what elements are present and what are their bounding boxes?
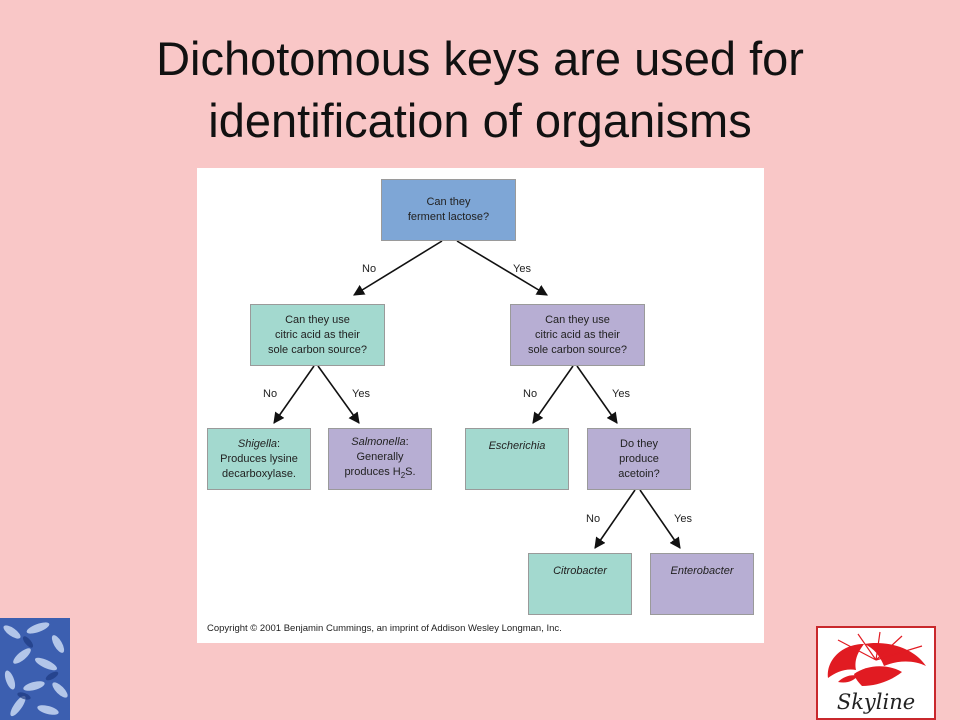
dichotomous-key-diagram: Can they ferment lactose? Can they use c… [197,168,764,643]
genus-name: Citrobacter [553,565,607,577]
node-text: sole carbon source? [527,343,628,356]
node-text: Generally [356,450,404,463]
node-text: decarboxylase. [222,467,296,480]
copyright-notice: Copyright © 2001 Benjamin Cummings, an i… [207,623,562,634]
edge-label-left-yes: Yes [352,388,370,400]
bacteria-micrograph-image [0,618,70,720]
skyline-sun-icon [827,631,926,686]
node-text: Shigella: [238,437,280,452]
edge-label-left-no: No [263,388,278,400]
edge-acetoin-no [594,489,636,549]
node-citric-acid-right: Can they use citric acid as their sole c… [510,304,645,366]
micrograph-pattern [3,622,68,717]
subscript: 2 [400,471,406,481]
edge-label-right-no: No [523,388,538,400]
title-line-2: identification of organisms [208,94,752,147]
skyline-logo: Skyline [816,626,936,720]
edge-left-no [273,365,315,424]
edge-label-root-yes: Yes [513,263,531,275]
edge-left-yes [317,365,360,424]
edge-label-right-yes: Yes [612,388,630,400]
node-text: Do they [620,437,658,450]
node-text: : [277,437,281,450]
node-text: Salmonella: [351,435,408,450]
genus-name: Salmonella [351,435,406,448]
node-ferment-lactose: Can they ferment lactose? [381,179,516,241]
genus-name: Enterobacter [670,565,734,577]
node-citric-acid-left: Can they use citric acid as their sole c… [250,304,385,366]
edge-root-no [353,240,443,296]
node-text: : [405,435,409,448]
slide-title: Dichotomous keys are used for identifica… [0,28,960,152]
edge-label-root-no: No [362,263,377,275]
node-text: citric acid as their [535,328,620,341]
node-text: citric acid as their [275,328,360,341]
edge-label-acetoin-no: No [586,513,601,525]
edge-label-acetoin-yes: Yes [674,513,692,525]
node-text: Can they use [545,313,610,326]
genus-name: Escherichia [488,440,546,452]
edge-right-no [532,365,574,424]
node-text: S. [405,465,416,478]
node-citrobacter: Citrobacter [528,553,632,615]
node-enterobacter: Enterobacter [650,553,754,615]
diagram-edges [273,240,681,549]
node-produce-acetoin: Do they produce acetoin? [587,428,691,490]
logo-wordmark: Skyline [836,690,916,714]
node-text: sole carbon source? [267,343,368,356]
node-text: produce [619,452,659,465]
node-text: Can they use [285,313,350,326]
node-text: produces H [344,465,401,478]
node-text: produces H2S. [344,465,415,483]
node-text: Produces lysine [220,452,298,465]
edge-right-yes [576,365,618,424]
node-text: ferment lactose? [407,211,490,223]
edge-root-yes [456,240,548,296]
node-text: acetoin? [618,467,660,480]
node-text: Can they [426,196,471,208]
node-salmonella: Salmonella: Generally produces H2S. [328,428,432,490]
title-line-1: Dichotomous keys are used for [156,32,804,85]
node-escherichia: Escherichia [465,428,569,490]
edge-acetoin-yes [639,489,681,549]
node-shigella: Shigella: Produces lysine decarboxylase. [207,428,311,490]
genus-name: Shigella [237,437,278,450]
